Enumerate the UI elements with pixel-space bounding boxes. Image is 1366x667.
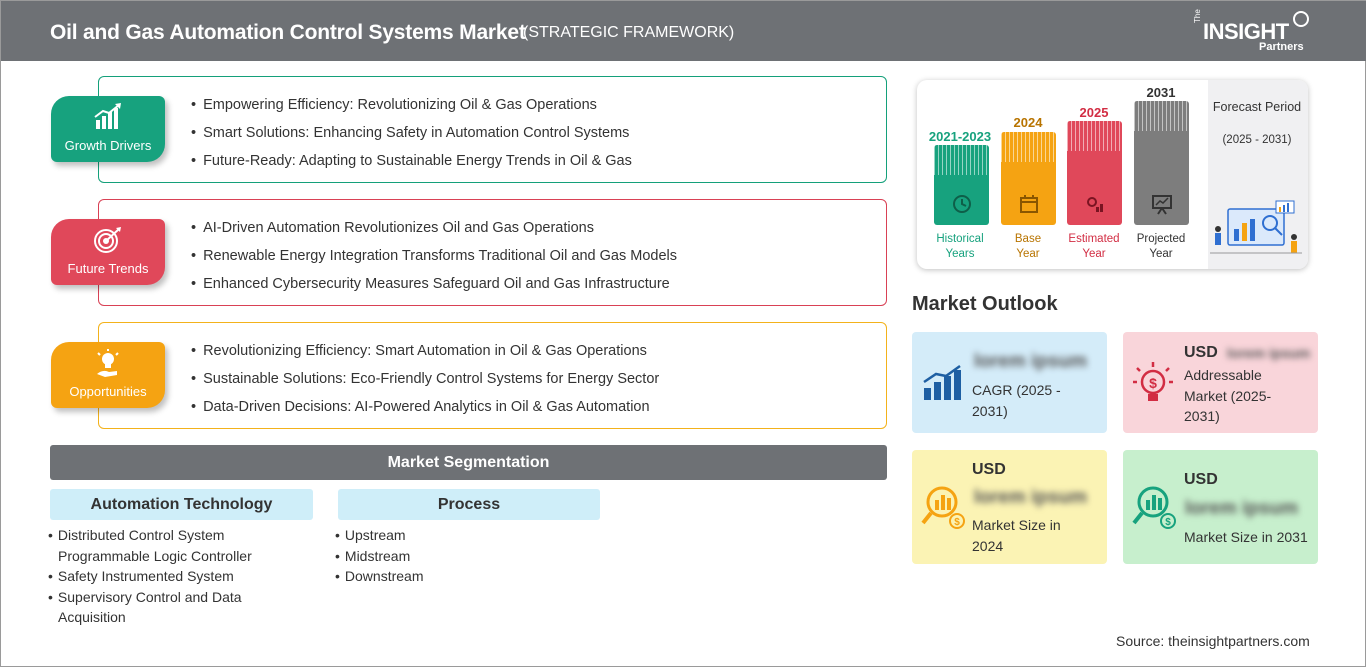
- list-item: Sustainable Solutions: Eco-Friendly Cont…: [191, 371, 659, 399]
- size-2031-value: lorem ipsum: [1185, 498, 1298, 519]
- magnifier-coins-icon: $: [1132, 486, 1176, 529]
- future-trends-list: AI-Driven Automation Revolutionizes Oil …: [191, 220, 677, 304]
- addressable-market-card: $ USD lorem ipsum Addressable Market (20…: [1123, 332, 1318, 433]
- market-size-2024-card: $ USD lorem ipsum Market Size in 2024: [912, 450, 1107, 564]
- segment-heading-automation-technology: Automation Technology: [50, 489, 313, 520]
- list-item: Revolutionizing Efficiency: Smart Automa…: [191, 343, 659, 371]
- idea-dollar-bulb-icon: $: [1133, 362, 1173, 401]
- list-item: Empowering Efficiency: Revolutionizing O…: [191, 97, 632, 125]
- target-icon: [94, 227, 121, 253]
- list-item: Smart Solutions: Enhancing Safety in Aut…: [191, 125, 632, 153]
- settings-chart-icon: [1087, 197, 1103, 212]
- timeline-caption-projected: Projected Year: [1136, 233, 1186, 260]
- growth-drivers-list: Empowering Efficiency: Revolutionizing O…: [191, 97, 632, 181]
- list-item: Programmable Logic Controller: [58, 547, 252, 564]
- list-item: Acquisition: [58, 609, 126, 626]
- lightbulb-hand-icon: [97, 349, 119, 377]
- list-item: Renewable Energy Integration Transforms …: [191, 248, 677, 276]
- timeline-caption-estimated: Estimated Year: [1068, 233, 1120, 260]
- timeline-year-historical: 2021-2023: [928, 129, 992, 144]
- timeline-bar-estimated: [1067, 121, 1122, 225]
- growth-drivers-badge: Growth Drivers: [51, 96, 165, 162]
- magnifier-coins-icon: $: [921, 486, 965, 529]
- opportunities-label: Opportunities: [69, 384, 147, 399]
- logo-insight: INSIGHT: [1203, 19, 1289, 44]
- market-size-2031-card: $ USD lorem ipsum Market Size in 2031: [1123, 450, 1318, 564]
- source-citation: Source: theinsightpartners.com: [1116, 633, 1310, 649]
- page-subtitle: (STRATEGIC FRAMEWORK): [523, 24, 735, 41]
- list-item: Midstream: [335, 546, 424, 567]
- cagr-value: lorem ipsum: [974, 351, 1087, 372]
- bar-chart-growth-icon: [94, 103, 121, 129]
- addressable-currency: USD: [1184, 344, 1218, 361]
- list-item: Enhanced Cybersecurity Measures Safeguar…: [191, 276, 677, 304]
- timeline-bar-projected: [1134, 101, 1189, 225]
- future-trends-panel: AI-Driven Automation Revolutionizes Oil …: [98, 199, 887, 306]
- size-2031-currency: USD: [1184, 471, 1218, 488]
- insight-partners-logo[interactable]: The INSIGHT Partners: [1193, 9, 1313, 55]
- automation-technology-list: Distributed Control System Programmable …: [48, 525, 318, 628]
- timeline-caption-base: Base Year: [1014, 233, 1042, 260]
- logo-ring-icon: [1293, 11, 1309, 27]
- timeline-year-estimated: 2025: [1079, 105, 1109, 120]
- size-2024-currency: USD: [972, 461, 1006, 478]
- future-trends-badge: Future Trends: [51, 219, 165, 285]
- size-2024-label: Market Size in 2024: [972, 517, 1061, 554]
- svg-text:$: $: [954, 517, 960, 528]
- svg-text:$: $: [1165, 517, 1171, 528]
- opportunities-panel: Revolutionizing Efficiency: Smart Automa…: [98, 322, 887, 429]
- forecast-period-range: (2025 - 2031): [1222, 134, 1292, 146]
- timeline-year-projected: 2031: [1146, 85, 1176, 100]
- market-outlook-title: Market Outlook: [912, 293, 1058, 315]
- list-item: Upstream: [335, 525, 424, 546]
- future-trends-label: Future Trends: [67, 261, 149, 276]
- timeline-year-base: 2024: [1013, 115, 1043, 130]
- logo-partners: Partners: [1259, 41, 1304, 53]
- cagr-card: lorem ipsum CAGR (2025 - 2031): [912, 332, 1107, 433]
- timeline-bar-base: [1001, 132, 1056, 225]
- list-item: Downstream: [335, 566, 424, 587]
- header-bar: Oil and Gas Automation Control Systems M…: [1, 1, 1366, 61]
- segment-heading-process: Process: [338, 489, 600, 520]
- list-item: AI-Driven Automation Revolutionizes Oil …: [191, 220, 677, 248]
- history-clock-icon: [953, 195, 971, 213]
- forecast-period-title: Forecast Period: [1212, 100, 1302, 114]
- presentation-board-icon: [1152, 195, 1172, 215]
- growth-drivers-panel: Empowering Efficiency: Revolutionizing O…: [98, 76, 887, 183]
- list-item: Future-Ready: Adapting to Sustainable En…: [191, 153, 632, 181]
- size-2031-label: Market Size in 2031: [1184, 529, 1308, 545]
- growth-chart-icon: [923, 364, 961, 400]
- cagr-label: CAGR (2025 - 2031): [972, 382, 1061, 419]
- svg-text:$: $: [1149, 375, 1157, 391]
- addressable-label: Addressable Market (2025-2031): [1184, 367, 1272, 424]
- size-2024-value: lorem ipsum: [974, 487, 1087, 508]
- analytics-team-illustration-icon: [1210, 200, 1302, 254]
- list-item: Safety Instrumented System: [48, 566, 318, 587]
- list-item: Distributed Control System: [48, 525, 318, 546]
- opportunities-badge: Opportunities: [51, 342, 165, 408]
- process-list: Upstream Midstream Downstream: [335, 525, 424, 587]
- opportunities-list: Revolutionizing Efficiency: Smart Automa…: [191, 343, 659, 427]
- market-segmentation-heading: Market Segmentation: [50, 445, 887, 480]
- growth-drivers-label: Growth Drivers: [64, 138, 152, 153]
- calendar-icon: [1020, 195, 1038, 213]
- timeline-caption-historical: Historical Years: [936, 233, 984, 260]
- timeline-bar-historical: [934, 145, 989, 225]
- list-item: Data-Driven Decisions: AI-Powered Analyt…: [191, 399, 659, 427]
- addressable-value: lorem ipsum: [1227, 345, 1311, 361]
- page-title: Oil and Gas Automation Control Systems M…: [50, 21, 526, 44]
- logo-the: The: [1193, 9, 1202, 23]
- list-item: Supervisory Control and Data: [48, 587, 318, 608]
